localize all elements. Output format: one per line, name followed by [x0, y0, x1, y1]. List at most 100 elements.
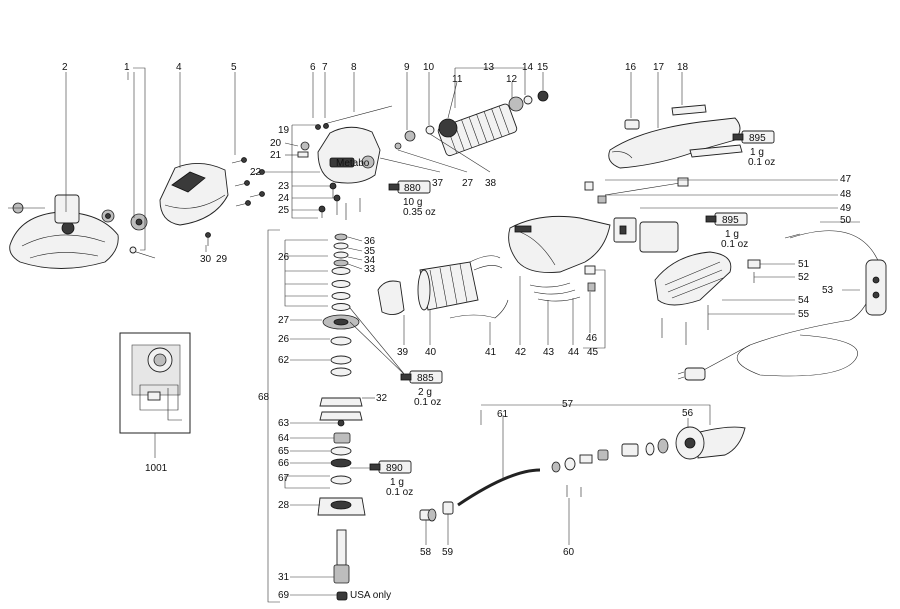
tube-label-895-mid: 895: [722, 215, 739, 226]
label-10: 10: [423, 62, 435, 73]
label-58: 58: [420, 547, 432, 558]
field-coil-part-40: [417, 255, 503, 311]
label-26-a: 26: [278, 252, 290, 263]
screws-part-6-7: [315, 123, 329, 130]
wire-part-41: [449, 299, 509, 319]
grease-tube-885: 885: [400, 370, 443, 384]
label-47: 47: [840, 174, 852, 185]
label-41: 41: [485, 347, 497, 358]
screws-part-55: [661, 305, 709, 345]
switch-rod-part-47: [604, 177, 689, 196]
label-65: 65: [278, 446, 290, 457]
label-27-stack: 27: [278, 315, 290, 326]
insulation-parts-43-44: [529, 282, 581, 302]
label-45: 45: [587, 347, 599, 358]
label-4: 4: [176, 62, 182, 73]
washer-part-small: [101, 209, 115, 223]
label-21: 21: [270, 150, 282, 161]
label-39: 39: [397, 347, 409, 358]
label-68: 68: [258, 392, 270, 403]
label-48: 48: [840, 189, 852, 200]
label-62: 62: [278, 355, 290, 366]
screws-part-5: [231, 157, 265, 207]
label-25: 25: [278, 205, 290, 216]
label-53: 53: [822, 285, 834, 296]
label-2: 2: [62, 62, 68, 73]
grease-note-880-b: 0.35 oz: [403, 207, 436, 218]
label-29: 29: [216, 254, 228, 265]
grease-note-885-a: 2 g: [418, 387, 432, 398]
grease-tube-890: 890: [369, 460, 412, 474]
label-23: 23: [278, 181, 290, 192]
grease-note-895-top-a: 1 g: [750, 147, 764, 158]
label-30: 30: [200, 254, 212, 265]
label-6: 6: [310, 62, 316, 73]
label-1: 1: [124, 62, 130, 73]
metabo-badge: Metabo: [336, 158, 370, 169]
label-28: 28: [278, 500, 290, 511]
cord-plug-part-50: [784, 233, 801, 239]
tube-label-895-top: 895: [749, 133, 766, 144]
label-17: 17: [653, 62, 665, 73]
switch-part-49: [613, 217, 679, 253]
label-44: 44: [568, 347, 580, 358]
grease-note-895-top-b: 0.1 oz: [748, 157, 775, 168]
label-19: 19: [278, 125, 290, 136]
armature-part-11: [437, 96, 524, 157]
spindle-stack: [317, 233, 366, 601]
motor-housing-part-42: [508, 215, 611, 273]
handle-housing-part-54: [654, 251, 732, 306]
grease-note-895-mid-b: 0.1 oz: [721, 239, 748, 250]
label-16: 16: [625, 62, 637, 73]
label-60: 60: [563, 547, 575, 558]
usa-only-note: USA only: [350, 590, 391, 601]
spindle-part-31: [333, 564, 350, 584]
tube-label-880: 880: [404, 183, 421, 194]
label-14: 14: [522, 62, 534, 73]
label-32: 32: [376, 393, 388, 404]
label-part-18: [671, 104, 743, 158]
label-46: 46: [586, 333, 598, 344]
label-8: 8: [351, 62, 357, 73]
label-33: 33: [364, 264, 376, 275]
label-1001: 1001: [145, 463, 168, 474]
label-34: 34: [364, 255, 376, 266]
screws-part-60: [566, 485, 582, 497]
tube-label-890: 890: [386, 463, 403, 474]
grease-note-890-b: 0.1 oz: [386, 487, 413, 498]
label-12: 12: [506, 74, 518, 85]
label-15: 15: [537, 62, 549, 73]
label-51: 51: [798, 259, 810, 270]
label-7: 7: [322, 62, 328, 73]
label-26-b: 26: [278, 334, 290, 345]
label-13: 13: [483, 62, 495, 73]
gear-housing-part-4: [159, 163, 229, 226]
label-57: 57: [562, 399, 574, 410]
label-5: 5: [231, 62, 237, 73]
label-49: 49: [840, 203, 852, 214]
label-37: 37: [432, 178, 444, 189]
label-22: 22: [250, 167, 262, 178]
label-9: 9: [404, 62, 410, 73]
label-63: 63: [278, 418, 290, 429]
label-20: 20: [270, 138, 282, 149]
label-66: 66: [278, 458, 290, 469]
label-24: 24: [278, 193, 290, 204]
guard-part-2: [8, 194, 119, 269]
label-54: 54: [798, 295, 810, 306]
grease-note-880-a: 10 g: [403, 197, 422, 208]
label-27-top: 27: [462, 178, 474, 189]
label-59: 59: [442, 547, 454, 558]
grease-note-895-mid-a: 1 g: [725, 229, 739, 240]
power-cord-part-53: [677, 230, 887, 381]
label-52: 52: [798, 272, 810, 283]
parts-20-21: [297, 141, 310, 158]
fittings-part-57: [551, 438, 669, 473]
label-50: 50: [840, 215, 852, 226]
label-64: 64: [278, 433, 290, 444]
label-31: 31: [278, 572, 290, 583]
grease-tube-895-top: 895: [732, 130, 775, 144]
strain-relief-parts-51-52: [747, 259, 761, 283]
label-67: 67: [278, 473, 290, 484]
